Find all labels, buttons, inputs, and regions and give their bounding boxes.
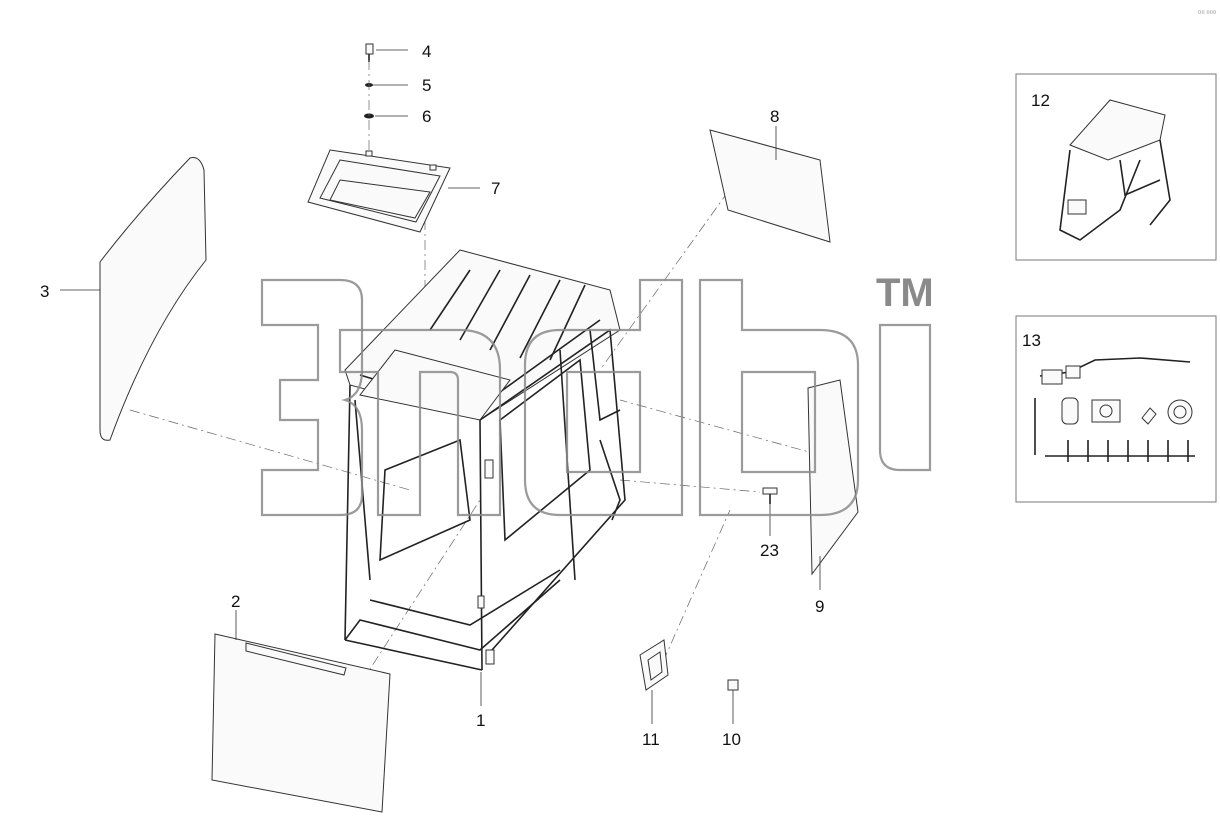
inset-12-cab-assembly — [1015, 73, 1217, 261]
callout-9: 9 — [815, 597, 824, 616]
part-9-door-glass — [807, 379, 859, 576]
callout-10: 10 — [722, 730, 741, 749]
callout-labels: 3 4 5 6 7 8 9 23 2 1 11 10 12 13 — [40, 42, 1050, 749]
callout-3: 3 — [40, 282, 49, 301]
part-2-front-glass — [211, 633, 391, 813]
part-7-roof-hatch — [307, 149, 451, 233]
part-8-rear-glass — [709, 129, 831, 243]
corner-code: ¤¤ ¤¤¤ — [1198, 10, 1216, 16]
part-3-side-glass — [99, 157, 207, 441]
callout-13: 13 — [1022, 331, 1041, 350]
watermark-logo: TM — [260, 271, 934, 517]
part-11-handle-plate — [639, 639, 669, 691]
callout-2: 2 — [231, 592, 240, 611]
callout-7: 7 — [491, 179, 500, 198]
watermark-trademark: TM — [876, 271, 934, 315]
inset-13-accessory-kit — [1015, 315, 1217, 503]
callout-4: 4 — [422, 42, 431, 61]
callout-6: 6 — [422, 107, 431, 126]
callout-11: 11 — [642, 730, 660, 749]
callout-12: 12 — [1031, 91, 1050, 110]
callout-5: 5 — [422, 76, 431, 95]
callout-23: 23 — [760, 541, 779, 560]
part-23-pin — [762, 487, 778, 504]
part-1-cab-frame — [344, 249, 626, 671]
callout-1: 1 — [476, 711, 485, 730]
callout-8: 8 — [770, 107, 779, 126]
leader-lines — [60, 49, 821, 724]
part-10-nut — [727, 679, 739, 691]
part-4-bolt — [365, 43, 374, 62]
